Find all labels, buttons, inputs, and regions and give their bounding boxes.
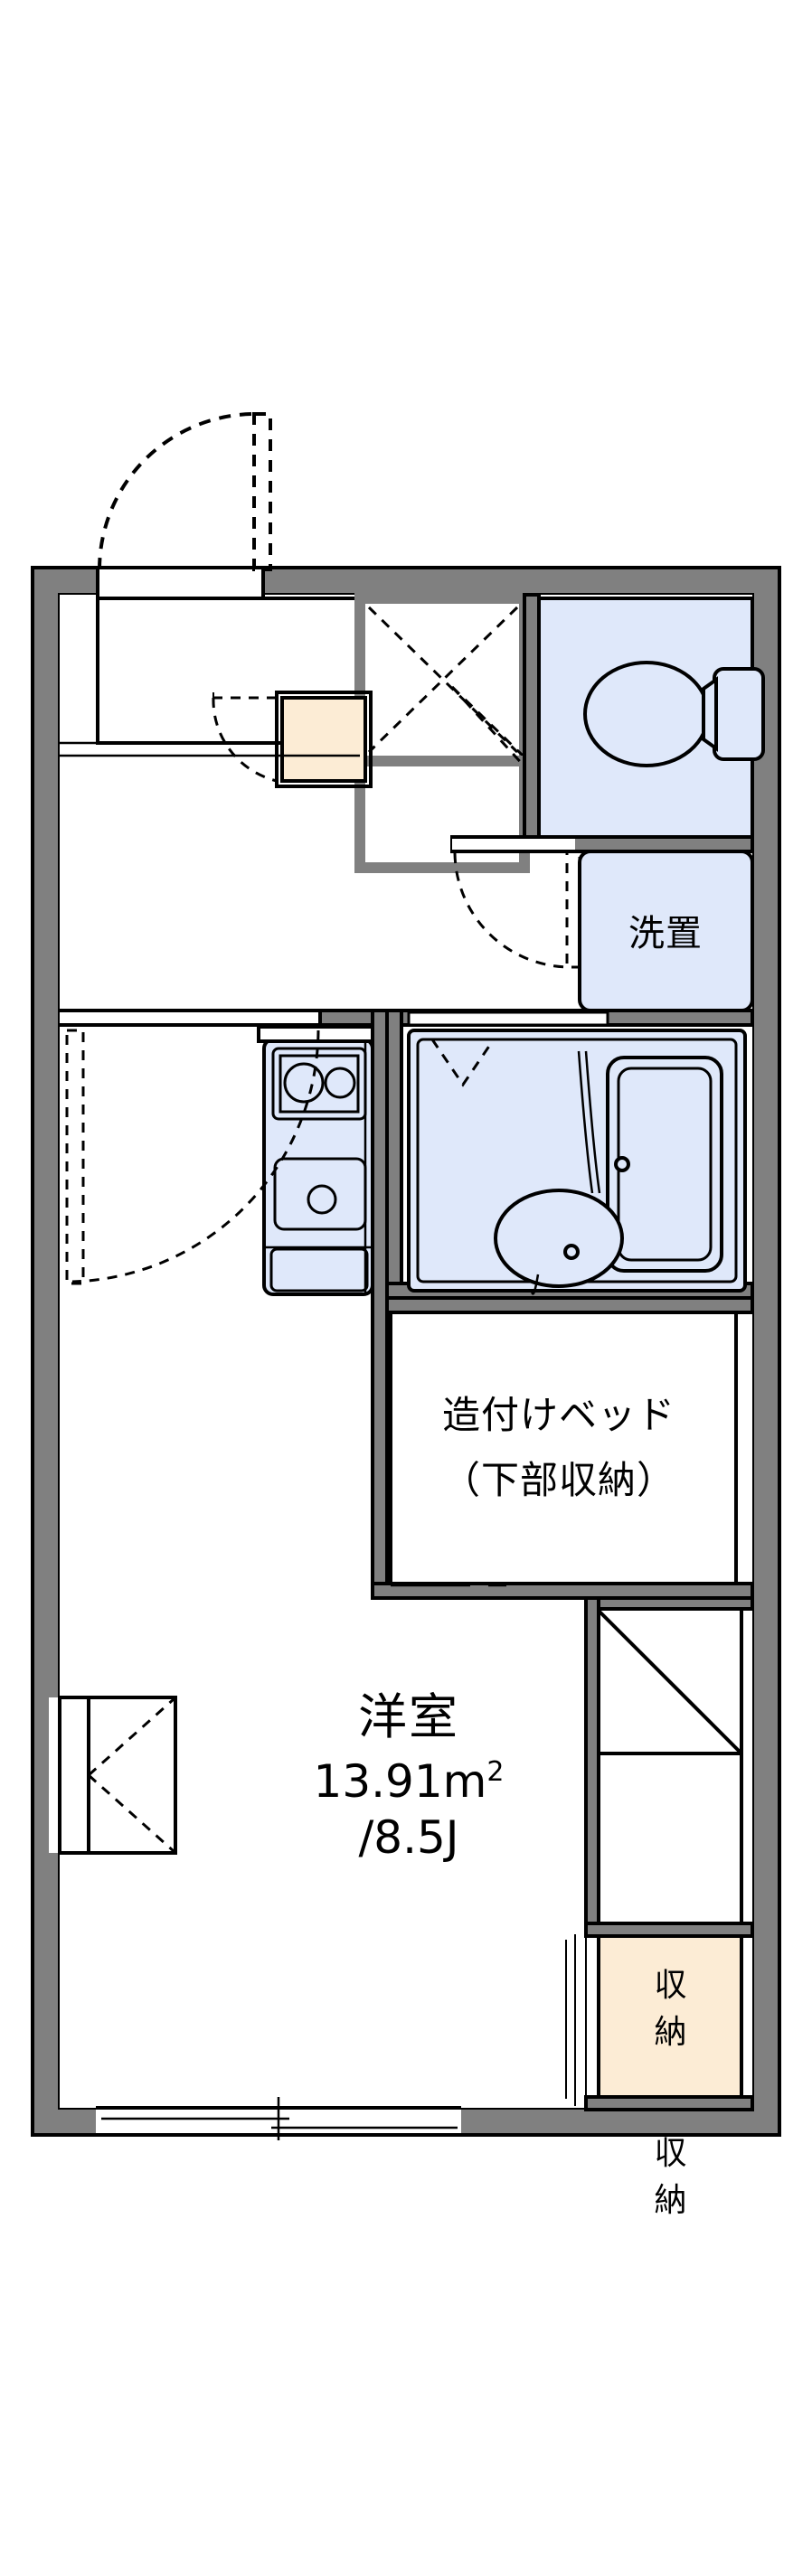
stove-burner-right bbox=[324, 1067, 356, 1099]
kitchen-sink-drain bbox=[307, 1184, 337, 1215]
basin-stem bbox=[530, 1274, 540, 1295]
bed-label-line2: （下部収納） bbox=[442, 1458, 675, 1502]
side-window bbox=[49, 1696, 177, 1855]
entrance-opening bbox=[98, 568, 263, 598]
room-door-opening bbox=[60, 1011, 320, 1025]
entrance-door[interactable] bbox=[96, 412, 272, 600]
toilet-door-swing bbox=[453, 852, 571, 969]
bath-door-sill bbox=[407, 1011, 609, 1027]
bathtub-drain bbox=[614, 1156, 630, 1172]
shoe-cabinet[interactable] bbox=[212, 691, 373, 788]
main-room-label: 洋室 13.91m2 /8.5J bbox=[314, 1688, 505, 1864]
closet-upper-label-char2: 納 bbox=[654, 2014, 687, 2051]
closet-lower-label-char2: 納 bbox=[654, 2182, 687, 2219]
entrance-door-leaf bbox=[252, 412, 272, 571]
built-in-bed: 造付けベッド （下部収納） bbox=[371, 1009, 754, 1600]
bed-wall-top bbox=[371, 1296, 754, 1314]
kitchen-lower-cabinet bbox=[269, 1247, 369, 1293]
toilet-wall-left bbox=[523, 593, 541, 853]
unit-bath bbox=[385, 1009, 754, 1300]
room-door-leaf bbox=[65, 1029, 85, 1285]
bed-label-line1: 造付けベッド bbox=[442, 1393, 675, 1437]
alcove-diagonal bbox=[597, 1609, 741, 1753]
genkan-x-2 bbox=[367, 606, 519, 754]
side-window-frame bbox=[58, 1696, 177, 1855]
closet-upper-wall-top bbox=[584, 1922, 754, 1938]
shoe-cabinet-frame bbox=[275, 691, 373, 788]
wash-basin bbox=[494, 1189, 624, 1288]
misc-detail-lines bbox=[60, 741, 506, 1587]
balcony-window bbox=[96, 2097, 461, 2140]
bed-wall-left bbox=[371, 1009, 389, 1600]
room-door-swing-arc bbox=[71, 1029, 320, 1283]
stove-burner-left bbox=[283, 1062, 325, 1104]
toilet-room bbox=[450, 593, 765, 969]
room-tatami-label: /8.5J bbox=[358, 1811, 458, 1864]
vanity-edge-2 bbox=[584, 1050, 601, 1194]
side-window-swing-2 bbox=[88, 1773, 175, 1853]
bed-platform bbox=[389, 1311, 738, 1585]
washer-space[interactable]: 洗置 bbox=[578, 850, 754, 1012]
closet-lower-label-char1: 収 bbox=[654, 2135, 687, 2172]
room-name-label: 洋室 bbox=[358, 1688, 459, 1745]
genkan-area bbox=[96, 593, 549, 873]
toilet-tank bbox=[713, 667, 765, 761]
kitchen bbox=[257, 1009, 389, 1300]
bath-folding-door bbox=[430, 1039, 496, 1087]
wash-basin-drain bbox=[563, 1244, 580, 1260]
bath-wall-left bbox=[385, 1009, 403, 1300]
side-window-swing-1 bbox=[88, 1697, 175, 1777]
shoe-cabinet-swing bbox=[212, 697, 278, 783]
alcove-wall-left bbox=[584, 1596, 600, 1936]
toilet-bowl bbox=[583, 661, 710, 767]
closet-upper-label-char1: 収 bbox=[654, 1967, 687, 2004]
room-area-unit-sup: 2 bbox=[486, 1756, 504, 1788]
alcove-box-lower bbox=[595, 1752, 743, 1927]
shoe-cabinet-box bbox=[280, 696, 367, 783]
room-area-value: 13.91 bbox=[314, 1755, 443, 1808]
vanity-edge-1 bbox=[577, 1050, 594, 1194]
closet-upper[interactable]: 収 納 bbox=[565, 1922, 754, 2106]
room-area-label: 13.91m2 bbox=[314, 1755, 505, 1808]
alcove-window bbox=[584, 1596, 754, 1936]
bathtub-inner bbox=[617, 1067, 713, 1262]
entrance-door-swing-arc bbox=[98, 412, 256, 570]
toilet-door-leaf bbox=[565, 850, 581, 969]
room-area-unit: m bbox=[443, 1755, 487, 1808]
toilet-door-opening bbox=[452, 837, 575, 851]
washer-space-label: 洗置 bbox=[628, 913, 703, 954]
toilet-connector bbox=[702, 676, 718, 752]
closet-lower[interactable]: 収 納 bbox=[584, 2095, 754, 2219]
closet-lower-wall-top bbox=[584, 2095, 754, 2111]
